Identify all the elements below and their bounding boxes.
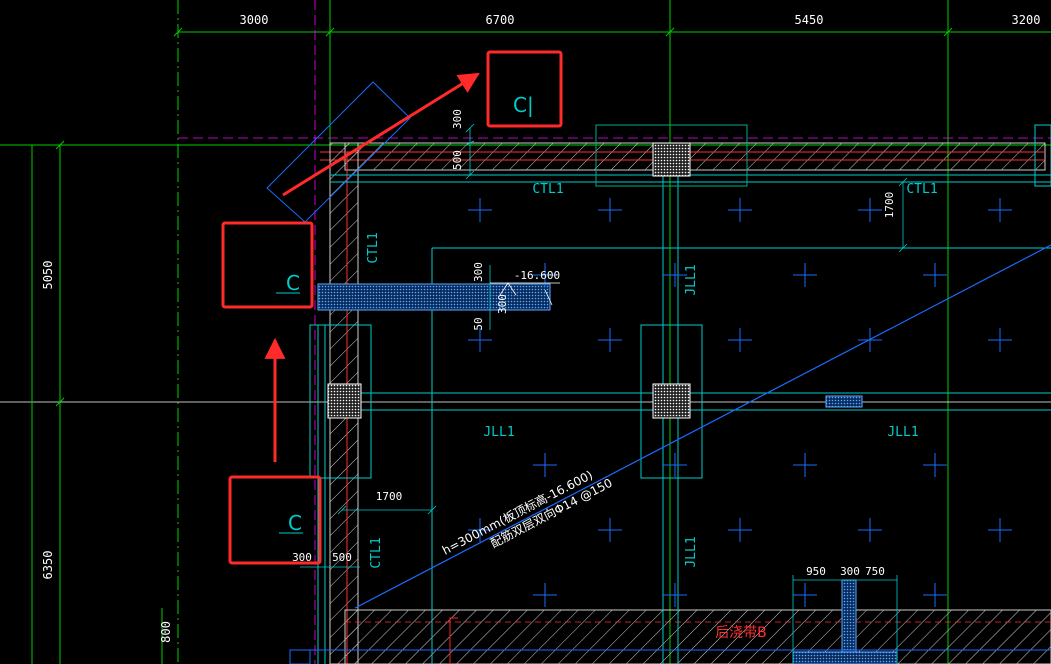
dim-300-mid: 300 [472, 262, 485, 282]
column-boxes [309, 124, 1051, 479]
slab-diagonal [354, 244, 1051, 609]
dotted-beam [317, 283, 551, 311]
blue-outlines [266, 81, 1051, 664]
dim-300-mid2: 300 [496, 294, 509, 314]
dim-300-bot: 300 [292, 551, 312, 564]
dim-left-2: 6350 [41, 551, 55, 580]
dim-500-top: 500 [451, 150, 464, 170]
top-dimension-chain [173, 27, 1051, 37]
callout-underlines [276, 292, 303, 534]
dotted-beam-bottom [841, 579, 857, 664]
label-ctl-top: CTL1 [532, 182, 563, 197]
local-dimensions [300, 123, 908, 664]
dim-1700-left: 1700 [376, 490, 403, 503]
slab-note-line1: h=300mm(板顶标高-16.600) [439, 467, 595, 558]
dim-top-3: 5450 [795, 13, 824, 27]
dim-1700-right: 1700 [883, 192, 896, 219]
label-houjiao: 后浇带B [715, 625, 767, 641]
bottom-beam-strip [792, 651, 898, 664]
dim-top-4: 3200 [1012, 13, 1041, 27]
callout-text-bot: C [288, 511, 302, 535]
dim-top-2: 6700 [486, 13, 515, 27]
dim-500-bot: 500 [332, 551, 352, 564]
dim-50-mid: 50 [472, 317, 485, 330]
dim-left-3: 800 [159, 621, 173, 643]
label-jll-right: JLL1 [887, 425, 918, 440]
label-jll-left: JLL1 [483, 425, 514, 440]
left-dimension-chain [31, 140, 163, 664]
elevation-text: -16.600 [514, 269, 560, 282]
label-ctl-right: CTL1 [906, 182, 937, 197]
callout-text-mid: C [286, 271, 300, 295]
dim-750: 750 [865, 565, 885, 578]
callout-boxes [221, 50, 563, 565]
label-jll-upper: JLL1 [684, 264, 699, 295]
dim-950: 950 [806, 565, 826, 578]
callout-arrows [264, 72, 480, 462]
dim-300-top: 300 [451, 109, 464, 129]
label-ctl-left-lower: CTL1 [369, 537, 384, 568]
label-ctl-left-upper: CTL1 [366, 232, 381, 263]
dotted-beam-small [825, 395, 863, 408]
red-marks [449, 617, 458, 664]
columns [327, 142, 691, 419]
dim-300-br: 300 [840, 565, 860, 578]
dim-top-1: 3000 [240, 13, 269, 27]
elevation-marker [490, 282, 560, 306]
label-jll-lower: JLL1 [684, 536, 699, 567]
magenta-axes [178, 0, 1051, 664]
callout-text-top: C| [513, 93, 534, 117]
dim-left-1: 5050 [41, 261, 55, 290]
slab-crosses [468, 198, 1012, 607]
